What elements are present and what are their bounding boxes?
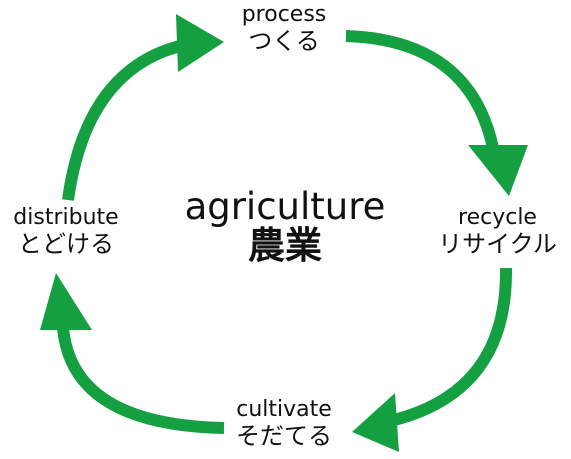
- stage-distribute: distribute とどける: [0, 206, 132, 257]
- arrowhead-distribute-to-process: [176, 14, 224, 72]
- stage-process-en: process: [241, 2, 327, 27]
- arrowhead-cultivate-to-distribute: [40, 273, 92, 330]
- arrow-cultivate-to-distribute: [57, 327, 225, 434]
- stage-distribute-jp: とどける: [18, 230, 114, 259]
- stage-process: process つくる: [196, 3, 372, 54]
- stage-distribute-en: distribute: [13, 205, 119, 230]
- arrowheads: [40, 14, 528, 452]
- stage-recycle-jp: リサイクル: [438, 230, 557, 259]
- arrowhead-process-to-recycle: [468, 145, 528, 196]
- arrowhead-recycle-to-cultivate: [352, 393, 399, 452]
- stage-cultivate-jp: そだてる: [236, 422, 332, 451]
- center-title-jp: 農業: [248, 224, 322, 267]
- center-title-en: agriculture: [184, 185, 386, 228]
- stage-cultivate-en: cultivate: [236, 397, 332, 422]
- arrow-recycle-to-cultivate: [374, 267, 513, 430]
- arrow-process-to-recycle: [345, 30, 499, 150]
- stage-recycle: recycle リサイクル: [424, 206, 571, 257]
- center-title: agriculture 農業: [150, 188, 420, 264]
- stage-cultivate: cultivate そだてる: [196, 398, 372, 449]
- arrow-distribute-to-process: [62, 39, 186, 201]
- arrows: [57, 30, 513, 434]
- stage-process-jp: つくる: [248, 27, 320, 56]
- stage-recycle-en: recycle: [458, 205, 537, 230]
